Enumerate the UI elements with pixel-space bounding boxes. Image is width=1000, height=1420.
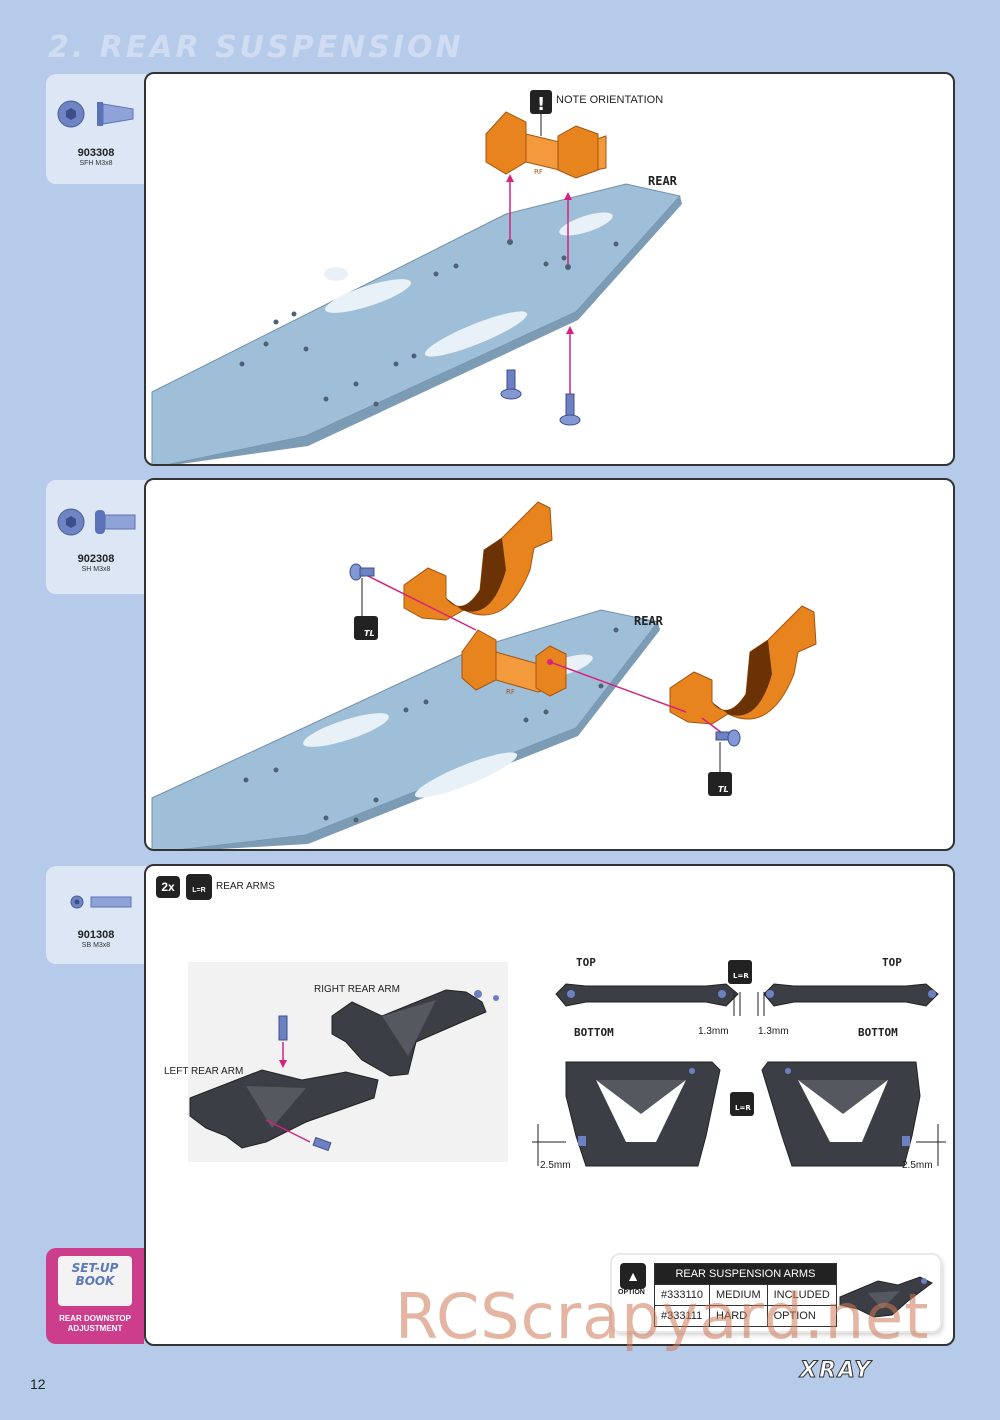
option-table: REAR SUSPENSION ARMS #333110 MEDIUM INCL… [653, 1263, 837, 1327]
page-number: 12 [30, 1376, 46, 1392]
watermark: RCScrapyard.net [395, 1280, 930, 1353]
option-table-header: REAR SUSPENSION ARMS [654, 1263, 837, 1285]
rf-mark: RF [506, 688, 515, 696]
part-tab-901308: 901308 SB M3x8 [46, 866, 146, 964]
table-row: #333110 MEDIUM INCLUDED [653, 1284, 837, 1306]
rear-label: REAR [648, 174, 677, 188]
option-arm-image [839, 1276, 933, 1318]
note-orientation-label: NOTE ORIENTATION [556, 94, 664, 106]
setup-book-badge[interactable]: SET-UP BOOK REAR DOWNSTOP ADJUSTMENT [46, 1248, 144, 1344]
left-right-same-icon [730, 1092, 754, 1116]
quantity-badge: 2x [156, 876, 180, 898]
warning-icon [530, 90, 552, 114]
left-rear-arm-label: LEFT REAR ARM [164, 1066, 244, 1077]
top-label: TOP [882, 956, 902, 969]
shaft-bolt-icon [70, 895, 132, 909]
table-cell: MEDIUM [709, 1284, 768, 1306]
tl-mark: TL [364, 629, 375, 638]
part-desc: SFH M3x8 [79, 160, 113, 167]
threadlock-icon [708, 772, 732, 796]
table-cell: OPTION [766, 1305, 837, 1327]
step-1-panel: RF ! NOTE ORIENTATION REAR [144, 72, 955, 466]
part-number: 903308 [77, 147, 115, 159]
step-3-panel: 2x L=R REAR ARMS [144, 864, 955, 1346]
left-rear-arm-3d [189, 1015, 379, 1152]
table-row: #333111 HARD OPTION [653, 1305, 837, 1327]
right-hanger-part [669, 605, 817, 725]
step-1-illustration: RF ! [151, 90, 682, 464]
left-hanger-part [403, 501, 553, 621]
svg-text:!: ! [537, 94, 545, 115]
arm-bottom-view-left [565, 1061, 721, 1167]
rf-mark: RF [534, 168, 543, 176]
bottom-label: BOTTOM [858, 1026, 898, 1039]
step-3-illustration: L=R L=R [188, 960, 946, 1167]
setup-book-title: BOOK [75, 1274, 115, 1288]
dimension-label: 2.5mm [902, 1160, 933, 1171]
step-title: REAR ARMS [216, 881, 275, 892]
countersunk-screw-icon [57, 100, 134, 128]
table-cell: #333111 [653, 1305, 711, 1327]
left-right-same-icon: L=R [186, 874, 212, 900]
part-number: 902308 [77, 553, 115, 565]
arm-bottom-view-right [761, 1061, 921, 1167]
rear-block-part: RF [485, 111, 607, 179]
rear-label: REAR [634, 614, 663, 628]
option-icon-label: OPTION [618, 1289, 645, 1296]
dimension-label: 1.3mm [758, 1026, 789, 1037]
part-number: 901308 [77, 929, 115, 941]
lr-mark: L=R [733, 972, 749, 980]
screw-left [349, 563, 375, 581]
bottom-label: BOTTOM [574, 1026, 614, 1039]
section-title: 2. REAR SUSPENSION [48, 30, 464, 65]
right-rear-arm-label: RIGHT REAR ARM [314, 984, 400, 995]
threadlock-icon [354, 616, 378, 640]
brand-logo: XRAY [799, 1358, 873, 1384]
top-label: TOP [576, 956, 596, 969]
step-2-illustration: RF TL TL [151, 501, 817, 849]
dimension-label: 1.3mm [698, 1026, 729, 1037]
option-box: ▲ OPTION REAR SUSPENSION ARMS #333110 ME… [612, 1255, 940, 1331]
left-right-same-icon [728, 960, 752, 984]
part-desc: SH M3x8 [81, 566, 111, 573]
screw-right [559, 393, 581, 426]
arm-top-view-left [555, 983, 739, 1007]
table-cell: HARD [709, 1305, 768, 1327]
socket-head-screw-icon [57, 508, 136, 536]
screw-right [715, 729, 741, 747]
book-icon: SET-UP BOOK [58, 1256, 132, 1306]
part-desc: SB M3x8 [81, 942, 111, 949]
screw-left [500, 369, 522, 400]
step-2-panel: RF TL TL [144, 478, 955, 851]
lr-mark: L=R [735, 1104, 751, 1112]
dimension-label: 2.5mm [540, 1160, 571, 1171]
tl-mark: TL [718, 785, 729, 794]
setup-book-title: SET-UP [71, 1261, 119, 1275]
setup-book-caption: REAR DOWNSTOP ADJUSTMENT [59, 1314, 131, 1333]
part-tab-902308: 902308 SH M3x8 [46, 480, 146, 594]
arm-top-view-right [763, 983, 939, 1007]
thumbs-up-icon: ▲ [620, 1263, 646, 1289]
part-tab-903308: 903308 SFH M3x8 [46, 74, 146, 184]
rear-block-part: RF [461, 629, 567, 697]
right-rear-arm-3d [331, 989, 499, 1077]
